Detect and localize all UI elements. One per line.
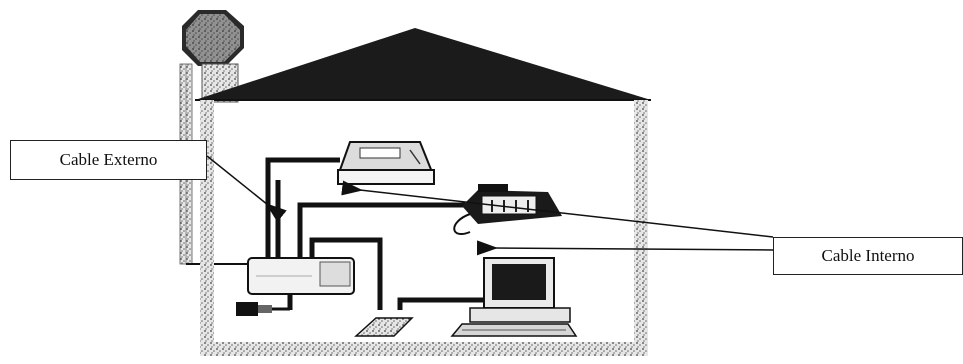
power-plug-icon: [236, 302, 290, 316]
internal-cable-label: Cable Interno: [773, 237, 963, 275]
house-roof: [195, 28, 651, 101]
internal-cable-label-text: Cable Interno: [821, 246, 915, 265]
house-walls: [200, 100, 648, 356]
telephone-icon: [453, 184, 562, 235]
external-cable-label-text: Cable Externo: [59, 150, 158, 169]
wall-jack-icon: [354, 317, 414, 337]
computer-icon: [450, 257, 578, 337]
router-box-icon: [247, 257, 355, 295]
label-pointers: [206, 155, 774, 256]
fax-machine-icon: [337, 141, 435, 185]
external-cable-label: Cable Externo: [10, 140, 207, 180]
